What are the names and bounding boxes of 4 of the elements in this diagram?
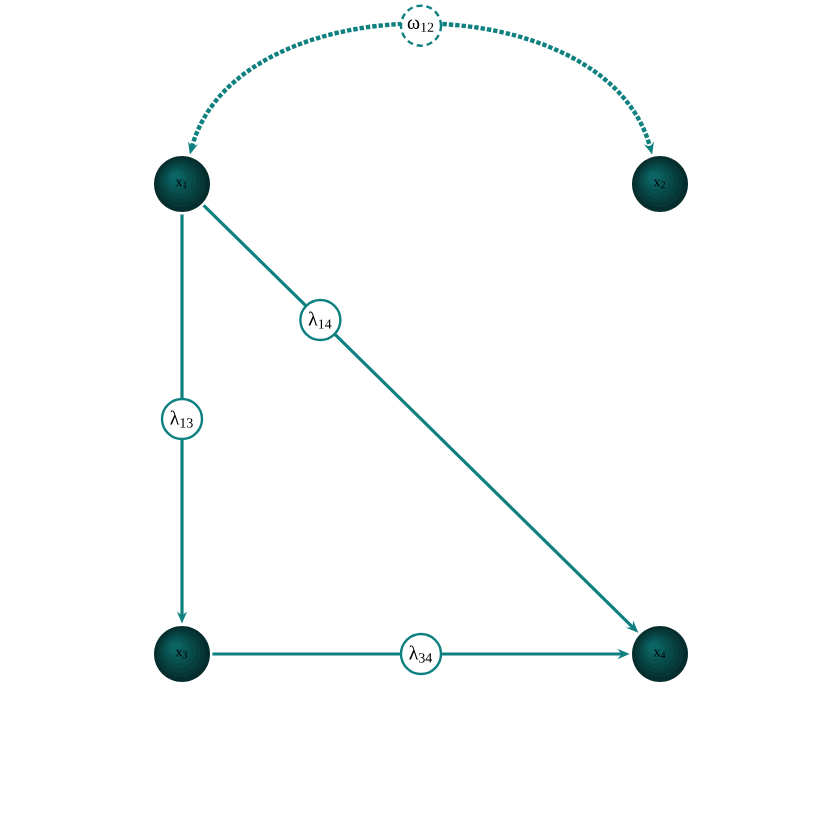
edge-label: λ$_{13}$ [160, 397, 204, 441]
edge-label: λ$_{14}$ [299, 298, 342, 342]
edge-label: ω$_{12}$ [399, 4, 443, 47]
edge-label: λ$_{34}$ [399, 632, 443, 676]
